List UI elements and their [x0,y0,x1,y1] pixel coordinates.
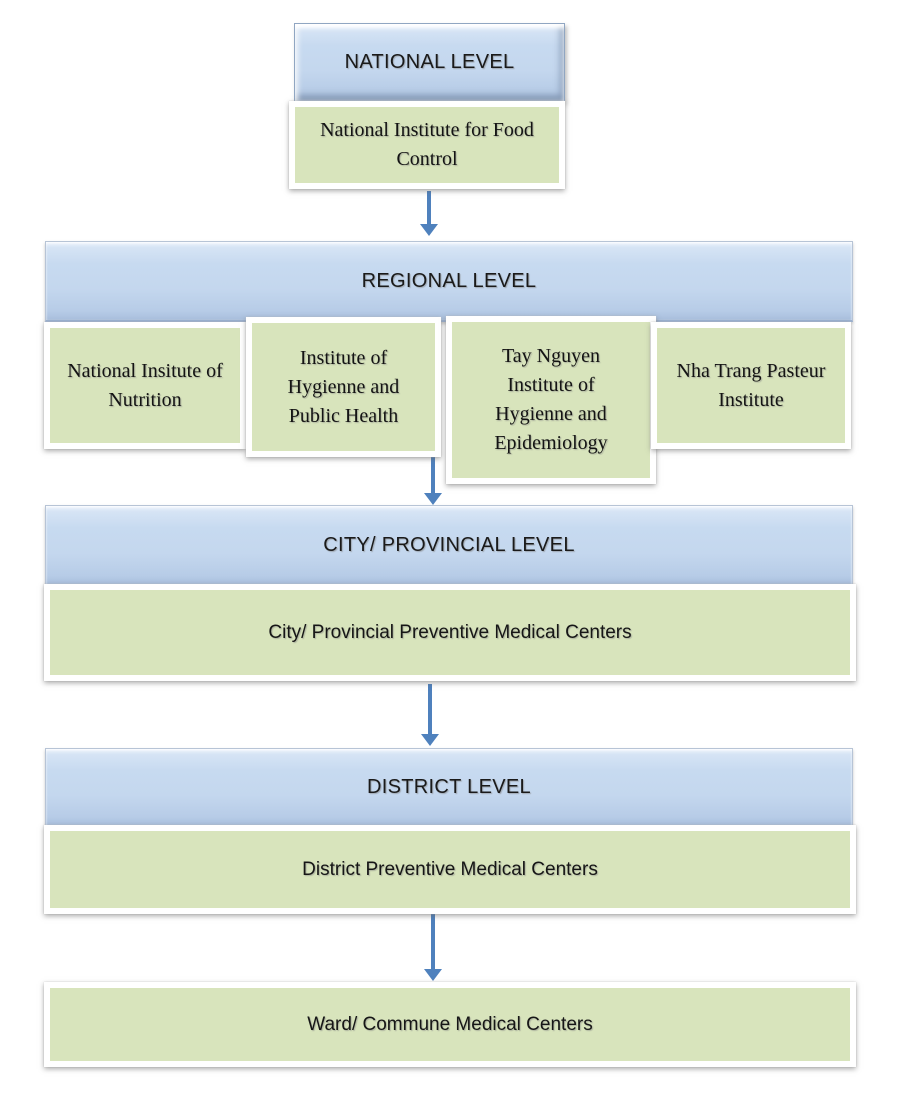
regional-org-label: Nha Trang Pasteur Institute [676,359,826,411]
arrow-down-icon [420,224,438,236]
ward-commune-org-label: Ward/ Commune Medical Centers [307,1013,593,1035]
district-org-label: District Preventive Medical Centers [302,858,598,880]
regional-level-label: REGIONAL LEVEL [361,269,537,292]
district-level-box: DISTRICT LEVEL [45,748,853,828]
regional-org-label: Tay Nguyen Institute of Hygienne and Epi… [494,345,608,454]
regional-org-label: Institute of Hygienne and Public Health [287,346,400,427]
arrow-shaft [431,913,435,970]
regional-org-box-hygiene-public-health: Institute of Hygienne and Public Health [246,317,441,457]
arrow-shaft [431,445,435,494]
city-provincial-org-box: City/ Provincial Preventive Medical Cent… [44,584,856,681]
regional-org-box-nha-trang-pasteur: Nha Trang Pasteur Institute [651,322,851,449]
arrow-down-icon [424,493,442,505]
ward-commune-org-box: Ward/ Commune Medical Centers [44,982,856,1067]
city-provincial-level-box: CITY/ PROVINCIAL LEVEL [45,505,853,587]
arrow-shaft [427,191,431,225]
arrow-down-icon [421,734,439,746]
arrow-district-to-ward [424,913,442,981]
arrow-city-to-district [421,684,439,746]
arrow-down-icon [424,969,442,981]
city-provincial-level-label: CITY/ PROVINCIAL LEVEL [323,534,575,556]
district-level-label: DISTRICT LEVEL [367,776,531,798]
national-org-label: National Institute for Food Control [320,119,534,170]
regional-level-box: REGIONAL LEVEL [45,241,853,322]
national-level-label: NATIONAL LEVEL [344,51,515,73]
district-org-box: District Preventive Medical Centers [44,825,856,914]
city-provincial-org-label: City/ Provincial Preventive Medical Cent… [268,621,632,643]
regional-org-box-nutrition: National Insitute of Nutrition [44,322,246,449]
arrow-national-to-regional [420,191,438,236]
national-org-box: National Institute for Food Control [289,101,565,189]
regional-org-box-tay-nguyen: Tay Nguyen Institute of Hygienne and Epi… [446,316,656,484]
arrow-regional-to-city [424,445,442,505]
national-level-box: NATIONAL LEVEL [294,23,565,102]
regional-org-label: National Insitute of Nutrition [67,359,223,411]
arrow-shaft [428,684,432,735]
